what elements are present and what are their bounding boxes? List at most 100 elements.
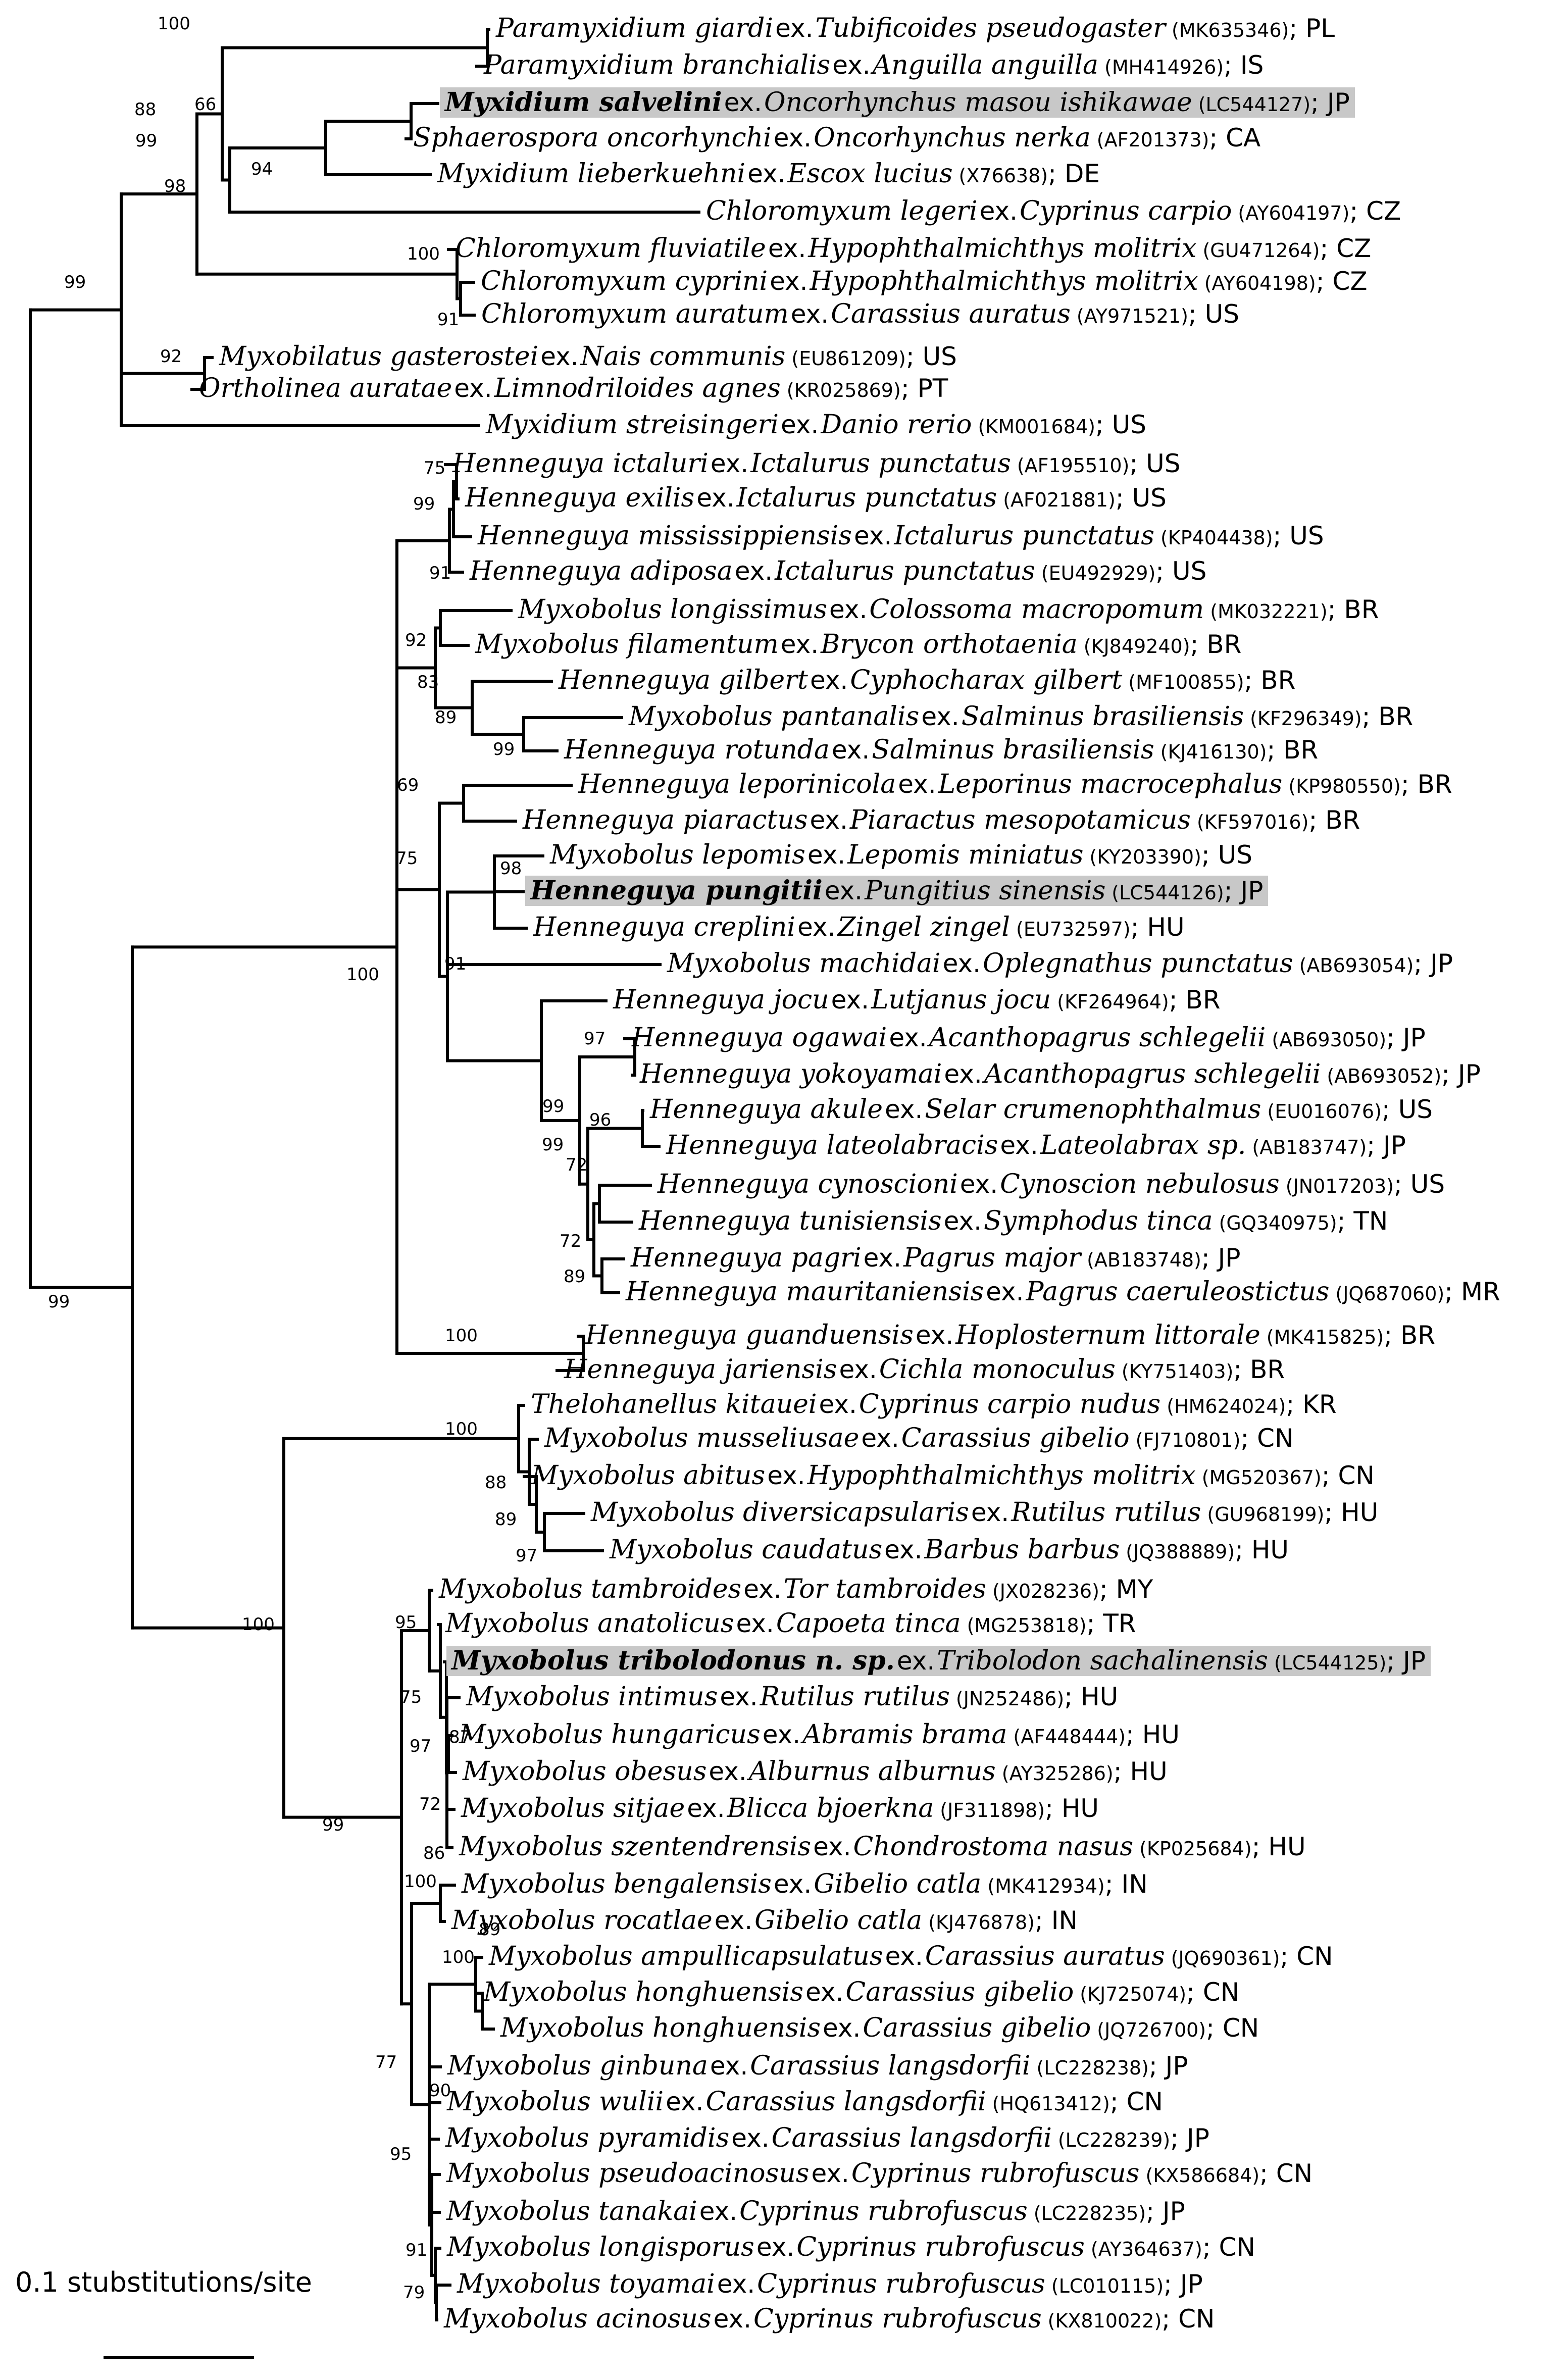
- taxon-country: BR: [1378, 702, 1413, 731]
- taxon-label: Ortholinea aurataeex.Limnodriloides agne…: [199, 373, 948, 403]
- taxon-host: Zingel zingel: [837, 912, 1011, 942]
- taxon-country: JP: [1430, 949, 1453, 978]
- taxon-country: PL: [1305, 14, 1335, 43]
- taxon-label: Henneguya leporinicolaex.Leporinus macro…: [578, 769, 1452, 799]
- taxon-accession: (AB183747): [1252, 1136, 1367, 1158]
- taxon-accession: (KY751403): [1121, 1360, 1234, 1383]
- taxon-host: Salminus brasiliensis: [872, 735, 1154, 765]
- taxon-host: Cyphocharax gilbert: [850, 665, 1123, 695]
- taxon-accession: (AY604198): [1204, 272, 1316, 294]
- taxon-country: BR: [1283, 735, 1319, 765]
- taxon-country: CN: [1219, 2233, 1255, 2262]
- taxon-label: Henneguya jocuex.Lutjanus jocu(KF264964)…: [613, 985, 1221, 1015]
- taxon-species: Myxobolus obesus: [463, 1756, 707, 1787]
- taxon-species: Myxobolus sitjae: [461, 1793, 685, 1824]
- taxon-species: Chloromyxum auratum: [481, 299, 789, 329]
- taxon-country: MR: [1460, 1277, 1500, 1306]
- taxon-host: Salminus brasiliensis: [961, 701, 1244, 732]
- taxon-accession: (LC010115): [1051, 2275, 1164, 2297]
- taxon-host: Colossoma macropomum: [869, 594, 1204, 625]
- taxon-species: Myxobolus longisporus: [447, 2232, 754, 2262]
- taxon-label: Myxobolus longisporusex.Cyprinus rubrofu…: [447, 2232, 1255, 2262]
- taxon-ex: ex.: [943, 1206, 982, 1236]
- taxon-accession: (AY325286): [1001, 1762, 1114, 1785]
- bootstrap-value: 91: [437, 310, 460, 330]
- bootstrap-value: 72: [419, 1794, 441, 1814]
- bootstrap-value: 75: [424, 458, 446, 478]
- separator: ;: [1045, 1794, 1062, 1823]
- separator: ;: [1444, 1277, 1461, 1306]
- taxon-ex: ex.: [743, 1575, 782, 1604]
- taxon-host: Lateolabrax sp.: [1040, 1130, 1246, 1160]
- taxon-host: Ictalurus punctatus: [736, 483, 997, 513]
- taxon-label: Chloromyxum cypriniex.Hypophthalmichthys…: [481, 266, 1368, 296]
- taxon-accession: (AB183748): [1087, 1249, 1201, 1271]
- taxon-ex: ex.: [863, 1243, 901, 1273]
- bootstrap-value: 89: [495, 1509, 517, 1530]
- taxon-label: Henneguya gilbertex.Cyphocharax gilbert(…: [559, 665, 1295, 695]
- separator: ;: [1308, 805, 1326, 835]
- taxon-country: DE: [1064, 159, 1100, 188]
- taxon-label: Henneguya rotundaex.Salminus brasiliensi…: [564, 735, 1318, 765]
- taxon-ex: ex.: [770, 267, 808, 296]
- bootstrap-value: 99: [64, 272, 86, 292]
- taxon-host: Hoplosternum littorale: [955, 1320, 1260, 1350]
- separator: ;: [1394, 1170, 1410, 1199]
- taxon-ex: ex.: [915, 1321, 954, 1350]
- taxon-ex: ex.: [861, 1424, 899, 1453]
- bootstrap-value: 87: [449, 1727, 471, 1747]
- bootstrap-value: 100: [158, 14, 190, 34]
- taxon-country: CN: [1202, 1978, 1240, 2007]
- taxon-species: Henneguya leporinicola: [578, 769, 896, 799]
- taxon-country: US: [1112, 410, 1146, 439]
- taxon-ex: ex.: [687, 1794, 725, 1823]
- taxon-accession: (JQ388889): [1126, 1541, 1235, 1563]
- bootstrap-value: 100: [407, 244, 440, 264]
- taxon-host: Selar crumenophthalmus: [925, 1094, 1261, 1125]
- taxon-ex: ex.: [805, 1978, 844, 2007]
- taxon-host: Ictalurus punctatus: [894, 521, 1154, 551]
- separator: ;: [1146, 2197, 1163, 2226]
- taxon-label: Chloromyxum legeriex.Cyprinus carpio(AY6…: [706, 196, 1401, 226]
- separator: ;: [1361, 702, 1379, 731]
- taxon-country: JP: [1180, 2269, 1203, 2299]
- taxon-country: HU: [1061, 1794, 1099, 1823]
- taxon-country: US: [1172, 556, 1207, 586]
- taxon-host: Cyprinus rubrofuscus: [796, 2232, 1085, 2262]
- taxon-country: TN: [1353, 1206, 1388, 1236]
- taxon-host: Cyprinus rubrofuscus: [753, 2304, 1042, 2334]
- taxon-ex: ex.: [971, 1498, 1009, 1527]
- taxon-species: Myxobolus acinosus: [444, 2304, 712, 2334]
- bootstrap-value: 66: [194, 94, 217, 115]
- taxon-country: HU: [1147, 913, 1185, 942]
- taxon-country: BR: [1185, 985, 1221, 1015]
- separator: ;: [1099, 1575, 1116, 1604]
- bootstrap-value: 98: [500, 858, 522, 879]
- taxon-accession: (KX586684): [1145, 2164, 1260, 2187]
- taxon-host: Carassius langsdorfii: [750, 2051, 1031, 2081]
- separator: ;: [1321, 1461, 1338, 1490]
- taxon-accession: (EU492929): [1041, 562, 1156, 584]
- taxon-accession: (KM001684): [978, 416, 1095, 438]
- taxon-host: Pagrus major: [903, 1243, 1081, 1273]
- taxon-label: Myxobolus filamentumex.Brycon orthotaeni…: [475, 629, 1241, 660]
- taxon-country: CA: [1226, 123, 1261, 153]
- separator: ;: [1251, 1832, 1269, 1861]
- taxon-accession: (FJ710801): [1135, 1429, 1241, 1451]
- taxon-species: Myxobolus tribolodonus n. sp.: [451, 1645, 895, 1676]
- taxon-label: Henneguya crepliniex.Zingel zingel(EU732…: [533, 912, 1185, 942]
- bootstrap-value: 94: [251, 159, 273, 179]
- taxon-species: Myxobolus hungaricus: [459, 1719, 761, 1750]
- bootstrap-value: 72: [560, 1231, 582, 1251]
- taxon-label: Myxobolus pyramidisex.Carassius langsdor…: [445, 2123, 1209, 2153]
- taxon-label: Myxobolus honghuensisex.Carassius gibeli…: [500, 2013, 1259, 2043]
- bootstrap-value: 69: [397, 775, 419, 795]
- separator: ;: [1170, 2123, 1187, 2153]
- taxon-host: Nais communis: [580, 341, 786, 372]
- separator: ;: [1224, 876, 1241, 905]
- taxon-accession: (MF100855): [1128, 671, 1244, 693]
- taxon-accession: (AY604197): [1238, 202, 1350, 224]
- taxon-label: Myxobolus anatolicusex.Capoeta tinca(MG2…: [445, 1608, 1136, 1639]
- bootstrap-value: 75: [400, 1687, 422, 1707]
- taxon-country: BR: [1344, 595, 1379, 624]
